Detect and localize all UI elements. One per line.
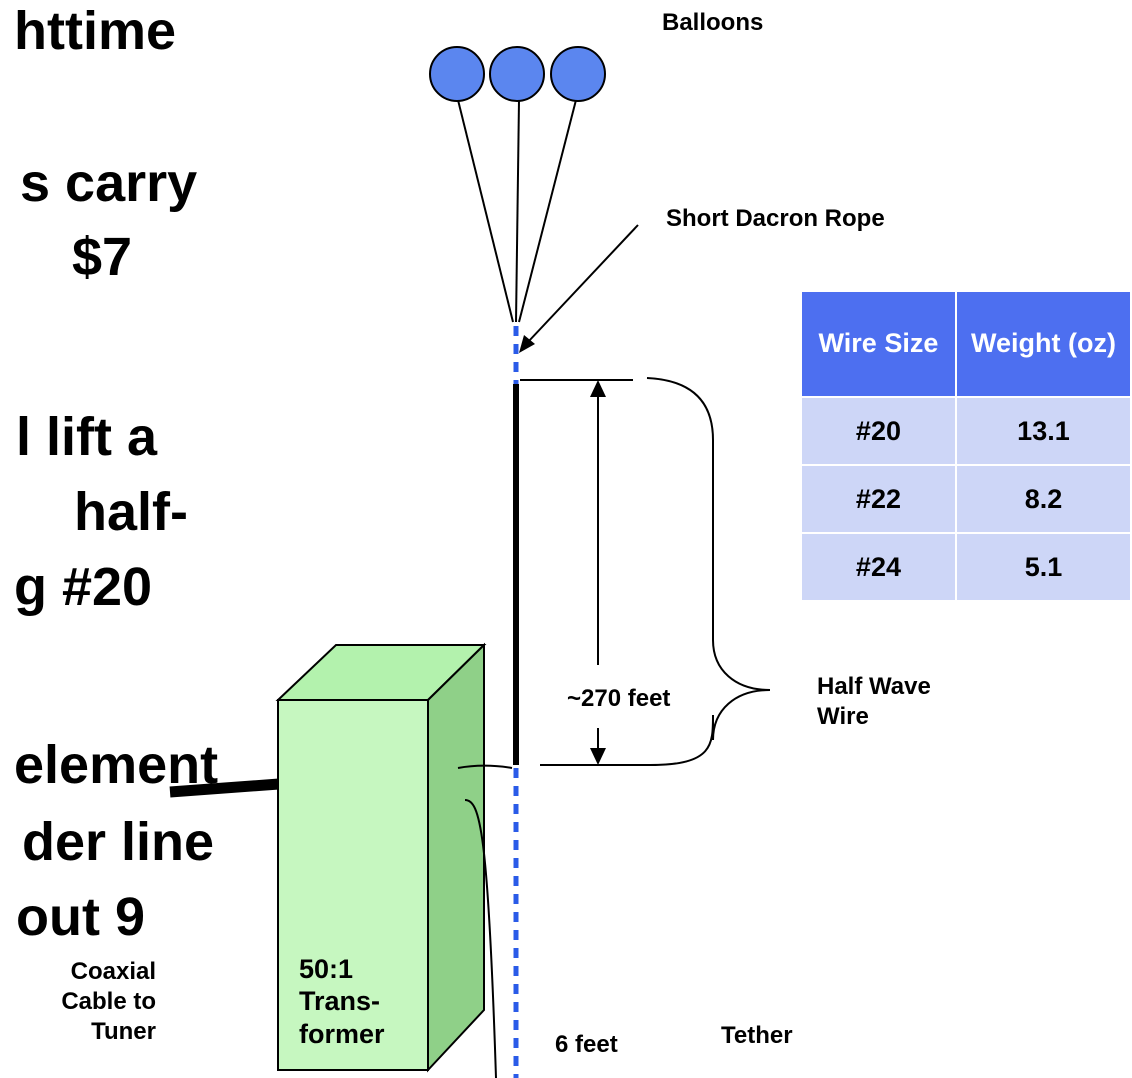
balloon-string-middle (515, 99, 520, 323)
transformer-label-line1: 50:1 (299, 954, 354, 984)
slide-text-line-6: g #20 (14, 557, 153, 617)
coax-label-line1: Coaxial (70, 958, 156, 985)
slide-text-line-1: httime (14, 1, 176, 61)
half-wave-label-line2: Wire (817, 703, 869, 730)
table-header-row: Wire Size Weight (oz) (800, 290, 1132, 398)
balloon-string-right (518, 99, 577, 323)
coax-cable (169, 778, 280, 798)
rope-label: Short Dacron Rope (666, 205, 885, 232)
table-row: #24 5.1 (800, 532, 1132, 602)
cell-weight: 8.2 (954, 464, 1132, 534)
coax-label-line3: Tuner (91, 1018, 156, 1045)
transformer-front (277, 699, 429, 1071)
slide-text-line-8: der line (22, 812, 215, 872)
transformer-side (427, 642, 485, 1073)
rope-pointer-arrowhead (519, 335, 535, 353)
header-weight: Weight (oz) (954, 290, 1132, 398)
dimension-arrow-bottom (590, 748, 606, 765)
transformer-lead-upper (457, 764, 513, 769)
slide-text-line-4: l lift a (16, 407, 158, 467)
transformer-label-line3: former (299, 1018, 385, 1049)
cell-size: #24 (800, 532, 957, 602)
transformer-label: 50:1 Trans- former (299, 953, 385, 1050)
cell-weight: 13.1 (954, 396, 1132, 466)
rope-pointer-line (527, 224, 639, 343)
six-feet-label: 6 feet (555, 1031, 618, 1058)
header-wire-size: Wire Size (800, 290, 957, 398)
slide-text-line-2: s carry (20, 153, 198, 213)
half-wave-label: Half Wave Wire (817, 672, 931, 732)
slide-text-line-5: half- (74, 482, 188, 542)
transformer-lead-lower (464, 799, 497, 1078)
half-wave-brace (540, 377, 771, 766)
slide-text-line-3: $7 (72, 227, 133, 287)
half-wave-label-line1: Half Wave (817, 673, 931, 700)
balloons-label: Balloons (662, 9, 764, 36)
cell-size: #20 (800, 396, 957, 466)
balloon-string-left (457, 99, 514, 323)
length-label: ~270 feet (565, 684, 673, 714)
balloon-3 (550, 46, 606, 102)
dimension-arrow-top (590, 380, 606, 397)
tether-label: Tether (721, 1022, 793, 1049)
balloon-1 (429, 46, 485, 102)
table-row: #20 13.1 (800, 396, 1132, 466)
cell-weight: 5.1 (954, 532, 1132, 602)
table-row: #22 8.2 (800, 464, 1132, 534)
wire-weight-table: Wire Size Weight (oz) #20 13.1 #22 8.2 #… (800, 290, 1132, 602)
balloon-2 (489, 46, 545, 102)
slide-text-line-9: out 9 (16, 887, 145, 947)
slide-text-line-7: element (14, 735, 219, 795)
coax-label-line2: Cable to (61, 988, 156, 1015)
coax-label: Coaxial Cable to Tuner (0, 957, 156, 1047)
cell-size: #22 (800, 464, 957, 534)
transformer-label-line2: Trans- (299, 986, 381, 1017)
